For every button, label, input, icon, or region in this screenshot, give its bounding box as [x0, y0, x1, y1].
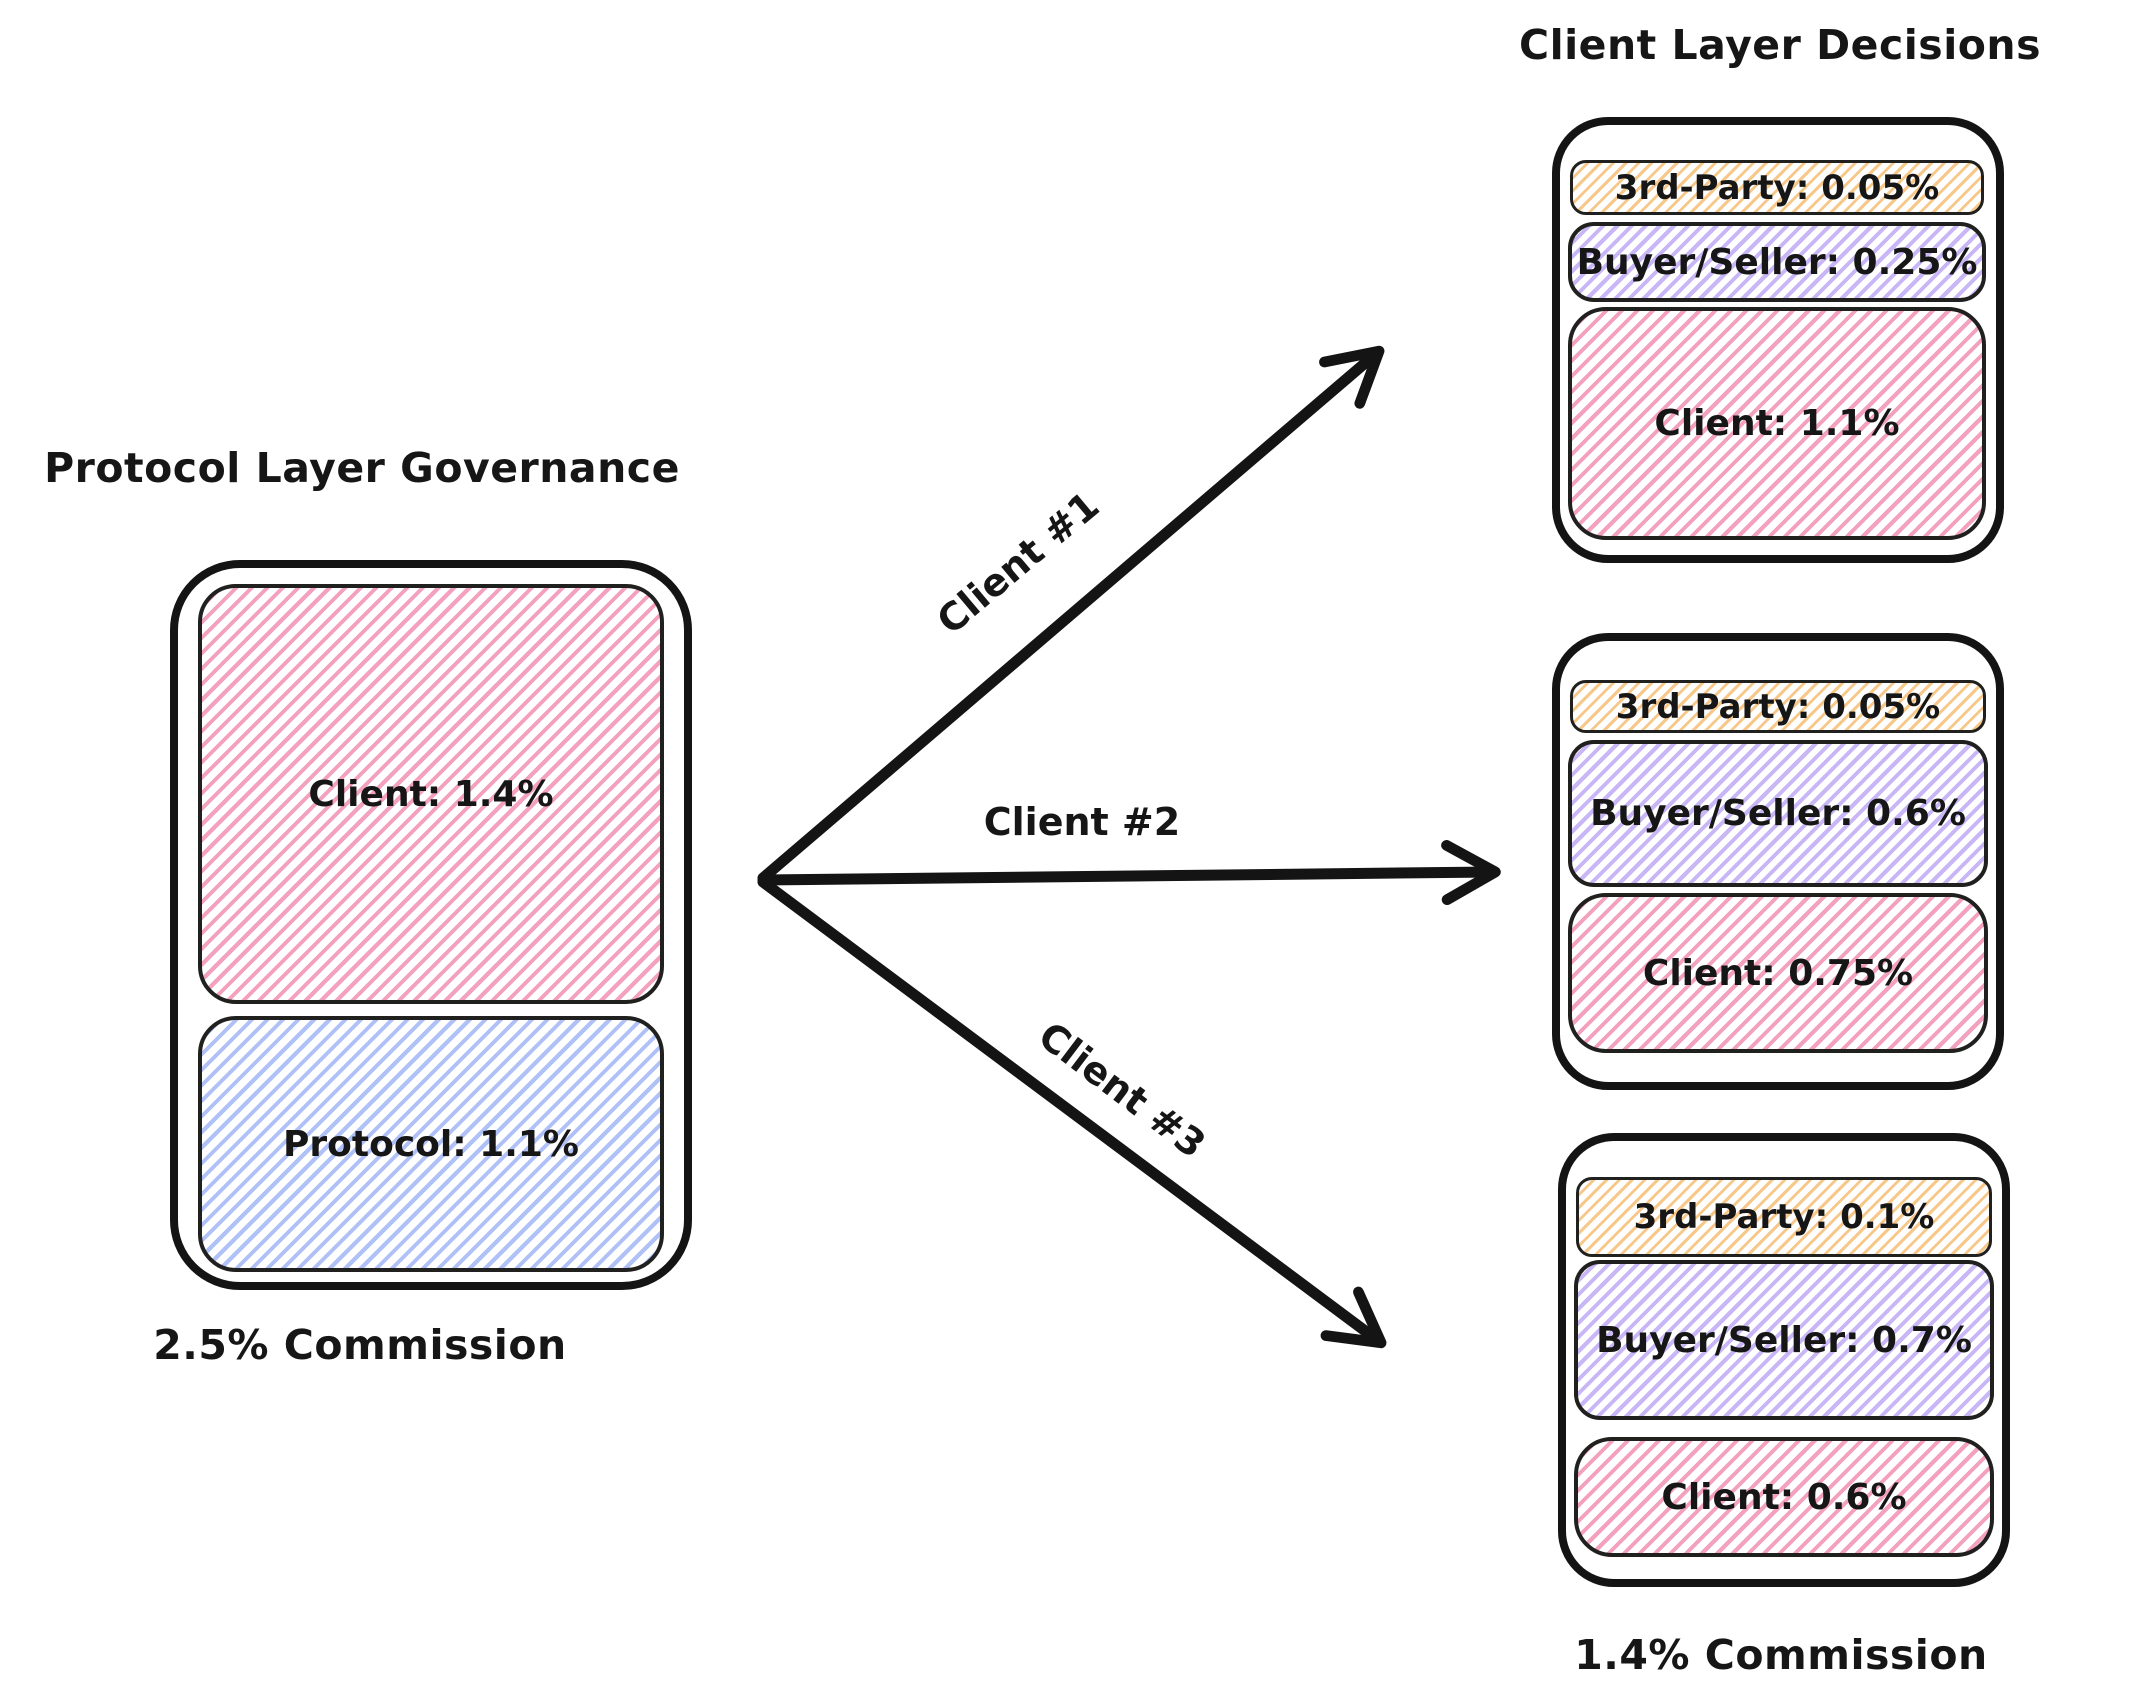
- client-3-buyerseller-label: Buyer/Seller: 0.7%: [1596, 1319, 1972, 1361]
- protocol-box: Client: 1.4% Protocol: 1.1%: [170, 560, 692, 1290]
- client-1-thirdparty-segment: 3rd-Party: 0.05%: [1570, 160, 1984, 215]
- protocol-client-segment: Client: 1.4%: [198, 584, 664, 1004]
- client-1-thirdparty-label: 3rd-Party: 0.05%: [1614, 167, 1940, 208]
- client-3-buyerseller-segment: Buyer/Seller: 0.7%: [1574, 1260, 1994, 1420]
- client-1-buyerseller-label: Buyer/Seller: 0.25%: [1576, 241, 1978, 283]
- client-2-thirdparty-segment: 3rd-Party: 0.05%: [1570, 680, 1986, 733]
- client-2-client-segment: Client: 0.75%: [1568, 893, 1988, 1053]
- client-2-thirdparty-label: 3rd-Party: 0.05%: [1615, 686, 1941, 727]
- client-layer-title: Client Layer Decisions: [1518, 21, 2042, 69]
- client-commission-caption: 1.4% Commission: [1574, 1631, 1988, 1679]
- client-1-box: 3rd-Party: 0.05% Buyer/Seller: 0.25% Cli…: [1552, 117, 2004, 563]
- client-3-thirdparty-segment: 3rd-Party: 0.1%: [1576, 1177, 1992, 1257]
- protocol-protocol-label: Protocol: 1.1%: [283, 1123, 579, 1165]
- client-3-client-segment: Client: 0.6%: [1574, 1437, 1994, 1557]
- arrow-label-client-1: Client #1: [928, 483, 1108, 643]
- protocol-layer-title: Protocol Layer Governance: [44, 444, 680, 492]
- client-3-client-label: Client: 0.6%: [1661, 1476, 1907, 1518]
- client-2-box: 3rd-Party: 0.05% Buyer/Seller: 0.6% Clie…: [1552, 633, 2004, 1090]
- protocol-commission-caption: 2.5% Commission: [153, 1321, 567, 1369]
- client-1-client-label: Client: 1.1%: [1654, 403, 1900, 444]
- client-3-box: 3rd-Party: 0.1% Buyer/Seller: 0.7% Clien…: [1558, 1133, 2010, 1587]
- client-2-client-label: Client: 0.75%: [1642, 952, 1914, 994]
- arrow-client-3: [757, 876, 1387, 1349]
- arrow-client-2: [757, 839, 1501, 906]
- protocol-client-label: Client: 1.4%: [308, 773, 554, 815]
- client-2-buyerseller-label: Buyer/Seller: 0.6%: [1590, 793, 1966, 834]
- arrow-label-client-2: Client #2: [983, 800, 1181, 844]
- client-1-client-segment: Client: 1.1%: [1568, 307, 1986, 540]
- protocol-protocol-segment: Protocol: 1.1%: [198, 1016, 664, 1272]
- arrow-label-client-3: Client #3: [1030, 1013, 1214, 1167]
- client-2-buyerseller-segment: Buyer/Seller: 0.6%: [1568, 740, 1988, 887]
- client-1-buyerseller-segment: Buyer/Seller: 0.25%: [1568, 222, 1986, 302]
- client-3-thirdparty-label: 3rd-Party: 0.1%: [1633, 1197, 1935, 1237]
